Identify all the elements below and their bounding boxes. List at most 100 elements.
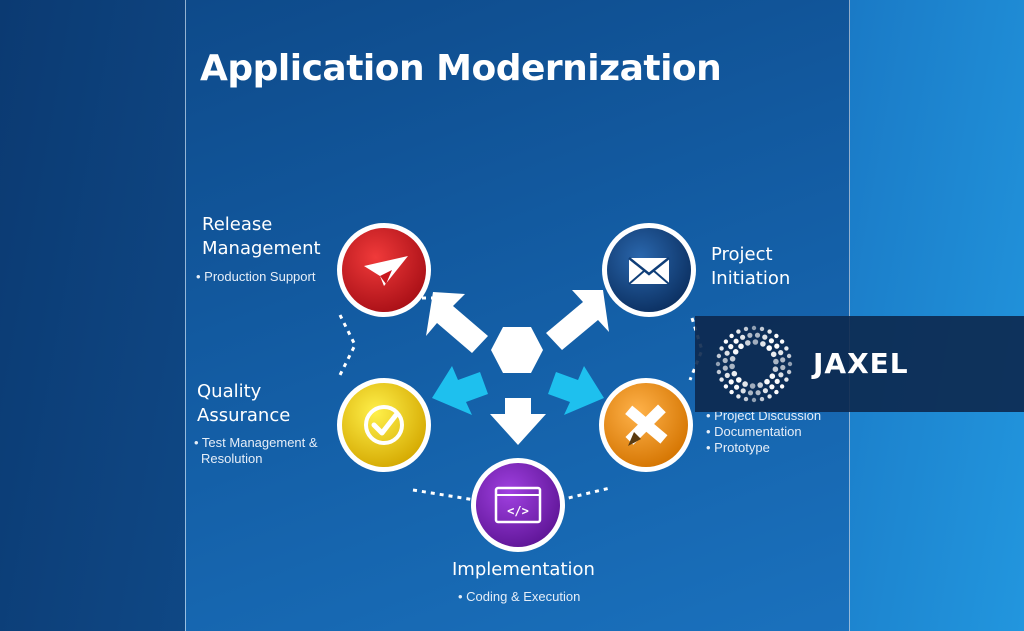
release-management-title: Release Management xyxy=(202,213,321,261)
logo-dot xyxy=(754,332,761,338)
quality-title-line2: Assurance xyxy=(197,405,291,426)
arrow-to-quality xyxy=(432,366,488,415)
logo-dot xyxy=(729,333,734,339)
logo-dot xyxy=(774,378,780,384)
logo-dot xyxy=(729,389,734,395)
logo-dot xyxy=(774,343,780,349)
logo-dot xyxy=(728,379,734,385)
release-management-items: • Production Support xyxy=(196,269,315,285)
logo-dot xyxy=(762,334,768,340)
quality-assurance-title: Quality Assurance xyxy=(197,380,290,428)
logo-dot xyxy=(740,334,746,340)
logo-dot xyxy=(751,325,757,331)
logo-dot xyxy=(770,351,777,358)
code-window-icon: </> xyxy=(494,486,542,524)
logo-dot xyxy=(780,357,786,363)
implementation-item: • Coding & Execution xyxy=(458,589,581,604)
logo-dot xyxy=(769,384,775,390)
project-initiation-title: Project Initiation xyxy=(711,243,790,291)
logo-dot xyxy=(723,339,729,344)
logo-dot xyxy=(716,369,722,375)
logo-dot xyxy=(787,361,793,367)
design-item: • Documentation xyxy=(706,424,802,439)
logo-dot xyxy=(767,329,772,334)
logo-dot xyxy=(759,396,765,402)
release-title-line2: Management xyxy=(202,238,321,259)
logo-dot xyxy=(740,388,746,394)
logo-dot xyxy=(715,361,721,367)
logo-dot xyxy=(774,389,779,395)
logo-dot xyxy=(745,340,751,346)
svg-text:</>: </> xyxy=(507,504,529,518)
checkmark-icon xyxy=(364,405,404,445)
logo-dot xyxy=(773,358,779,365)
connector-release-quality xyxy=(338,314,357,376)
logo-dot xyxy=(734,384,740,390)
logo-dot xyxy=(749,383,756,389)
logo-dot xyxy=(719,346,724,351)
logo-dot xyxy=(738,343,744,350)
logo-dot xyxy=(779,384,785,389)
watermark-overlay xyxy=(695,316,1024,412)
logo-dot xyxy=(760,341,766,347)
logo-dot xyxy=(742,381,748,387)
project-title-line2: Initiation xyxy=(711,268,791,289)
logo-dot xyxy=(751,397,757,403)
logo-dot xyxy=(774,333,779,339)
pencil-ruler-icon xyxy=(625,404,668,446)
logo-dot xyxy=(755,390,761,396)
logo-dot xyxy=(778,350,784,356)
quality-item: • Test Management & xyxy=(194,435,318,450)
logo-dot xyxy=(752,339,759,345)
watermark-brand: JAXEL xyxy=(813,347,909,380)
node-quality-assurance xyxy=(337,378,431,472)
logo-dot xyxy=(779,339,785,344)
logo-dot xyxy=(780,364,786,371)
logo-dot xyxy=(778,372,784,378)
logo-dot xyxy=(732,349,739,355)
node-project-initiation xyxy=(602,223,696,317)
logo-dot xyxy=(786,369,792,375)
logo-dot xyxy=(722,357,728,364)
center-hexagon xyxy=(491,327,543,373)
paper-plane-icon xyxy=(364,256,408,286)
page-title: Application Modernization xyxy=(200,48,722,89)
arrow-to-design xyxy=(548,366,604,415)
quality-title-line1: Quality xyxy=(197,381,262,402)
release-item: • Production Support xyxy=(196,269,316,284)
logo-dot xyxy=(767,394,772,399)
node-implementation: </> xyxy=(471,458,565,552)
logo-dot xyxy=(743,326,749,332)
logo-dot xyxy=(747,332,753,338)
connector-implementation-design xyxy=(559,486,611,502)
implementation-title: Implementation xyxy=(452,559,595,580)
logo-dot xyxy=(768,338,774,344)
logo-dot xyxy=(716,353,722,359)
logo-dot xyxy=(747,390,754,396)
logo-dot xyxy=(733,338,739,344)
logo-dot xyxy=(731,370,738,377)
design-items: • Project Discussion • Documentation • P… xyxy=(706,408,821,456)
project-title-line1: Project xyxy=(711,244,773,265)
logo-dot xyxy=(757,382,763,388)
arrow-to-implementation xyxy=(490,398,546,445)
logo-dot xyxy=(729,363,735,370)
connector-quality-implementation xyxy=(412,488,476,502)
logo-dot xyxy=(769,373,776,379)
logo-dot xyxy=(722,365,728,371)
logo-dot xyxy=(784,346,789,351)
quality-item: Resolution xyxy=(201,451,263,466)
dotted-ring-logo-icon xyxy=(715,325,793,403)
envelope-icon xyxy=(628,257,670,285)
logo-dot xyxy=(772,366,779,372)
logo-dot xyxy=(784,377,789,382)
logo-dot xyxy=(786,353,792,359)
logo-dot xyxy=(723,384,729,389)
arrow-to-release xyxy=(426,292,488,353)
node-release-management xyxy=(337,223,431,317)
logo-dot xyxy=(728,344,734,350)
logo-dot xyxy=(736,394,741,399)
logo-dot xyxy=(724,372,730,378)
implementation-items: • Coding & Execution xyxy=(458,589,580,605)
